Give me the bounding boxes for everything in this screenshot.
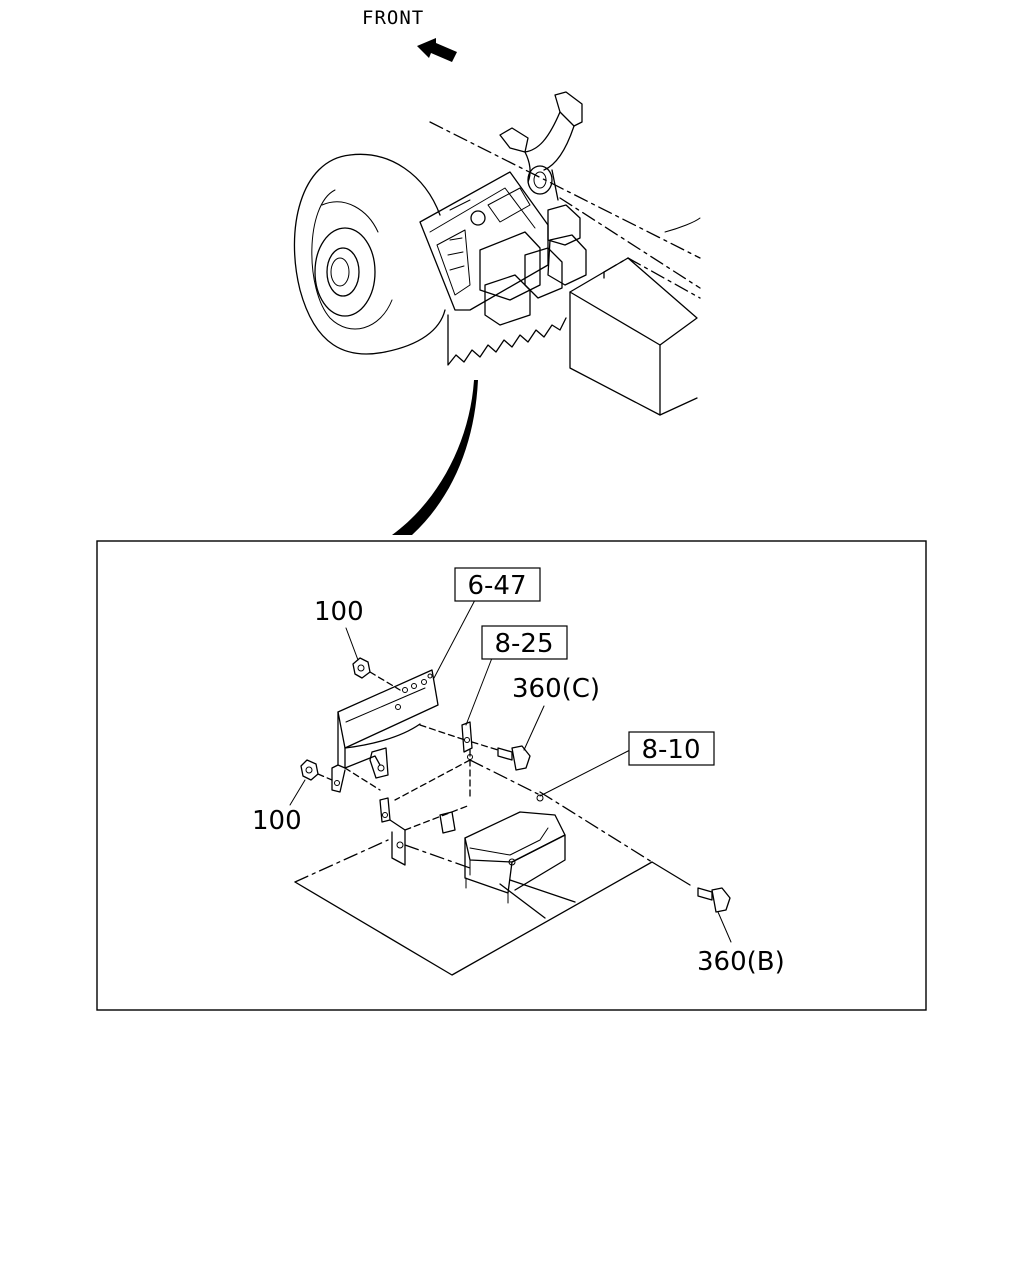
callout-8-25: 8-25: [481, 625, 568, 660]
nut-100-upper: [352, 657, 401, 691]
callout-6-47-text: 6-47: [467, 571, 526, 601]
callout-6-47: 6-47: [454, 567, 541, 602]
front-indicator: FRONT: [362, 7, 457, 62]
front-arrow-icon: [417, 38, 457, 62]
battery-box: [569, 257, 701, 416]
bolt-360-c: [471, 741, 531, 771]
frame-rails: [429, 121, 701, 289]
bracket-6-47: [331, 669, 466, 793]
detail-frame: [96, 540, 927, 1011]
label-bolt-360-c: 360(C): [512, 674, 600, 704]
vehicle-overview: [293, 91, 701, 535]
front-label-text: FRONT: [362, 7, 424, 29]
mounting-plane: [294, 759, 691, 976]
leader-lines: [289, 599, 732, 943]
tow-hook: [499, 91, 583, 201]
bracket-8-25: [379, 721, 473, 866]
label-nut-100-lower: 100: [252, 806, 302, 836]
nut-100-lower: [300, 759, 333, 781]
detail-view: 6-47 8-25 8-10 100 100 360(C) 360(B): [252, 567, 785, 977]
tire: [293, 153, 446, 355]
relay-box-8-10: [464, 794, 566, 904]
label-bolt-360-b: 360(B): [697, 947, 785, 977]
label-nut-100-upper: 100: [314, 597, 364, 627]
bolt-360-b: [697, 887, 731, 913]
callout-8-10: 8-10: [628, 731, 715, 766]
detail-pointer-arrow: [392, 380, 478, 535]
callout-8-25-text: 8-25: [494, 629, 553, 659]
callout-8-10-text: 8-10: [641, 735, 700, 765]
mounted-bracket: [419, 171, 587, 366]
